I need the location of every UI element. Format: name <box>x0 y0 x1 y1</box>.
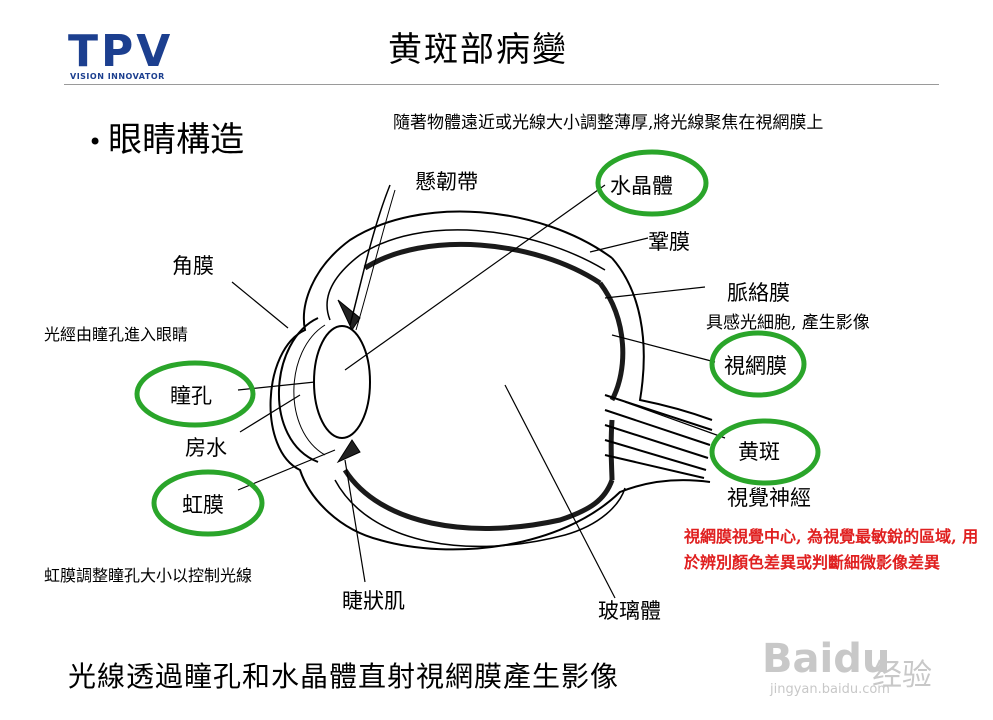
leader-sclera <box>589 237 649 253</box>
suspensory-ligament <box>349 184 391 326</box>
baidu-watermark: Baidu <box>762 636 891 682</box>
note-macula: 視網膜視覺中心, 為視覺最敏銳的區域, 用於辨別顏色差異或判斷細微影像差異 <box>684 527 979 572</box>
label-lens: 水晶體 <box>610 174 673 198</box>
note-retina: 具感光細胞, 產生影像 <box>706 313 870 333</box>
bullet-heading: •眼睛構造 <box>88 112 244 161</box>
label-aqueous-humor: 房水 <box>185 436 227 460</box>
baidu-watermark-cn: 经验 <box>872 658 932 693</box>
label-macula: 黄斑 <box>738 440 780 464</box>
label-optic-nerve: 視覺神經 <box>727 486 811 510</box>
bullet-dot-icon: • <box>88 128 103 156</box>
note-pupil: 光經由瞳孔進入眼睛 <box>44 325 189 344</box>
choroid-outline <box>326 229 606 321</box>
highlight-lens <box>595 149 709 217</box>
choroid-lower <box>334 479 626 548</box>
optic-nerve <box>604 394 713 479</box>
label-iris: 虹膜 <box>182 493 224 517</box>
highlight-pupil <box>134 360 256 428</box>
slide-title: 黄斑部病變 <box>388 30 568 70</box>
label-suspensory-ligament: 懸韌帶 <box>415 170 478 194</box>
highlight-macula <box>709 418 821 486</box>
logo-tagline: VISION INNOVATOR <box>70 72 165 81</box>
lens-shape <box>313 325 371 439</box>
retina-outline <box>342 241 615 531</box>
ciliary-bottom <box>336 439 361 464</box>
title-divider <box>64 84 939 85</box>
leader-lens <box>344 184 606 371</box>
label-pupil: 瞳孔 <box>170 384 212 408</box>
bullet-text: 眼睛構造 <box>108 120 245 160</box>
leader-macula <box>624 401 726 439</box>
lens-caption: 隨著物體遠近或光線大小調整薄厚,將光線聚焦在視網膜上 <box>393 113 824 133</box>
label-retina: 視網膜 <box>724 354 787 378</box>
leader-choroid <box>604 286 706 299</box>
cornea-inner <box>293 324 326 456</box>
leader-cornea <box>231 281 289 329</box>
leader-ciliary <box>344 459 366 583</box>
label-choroid: 脈絡膜 <box>727 281 790 305</box>
note-iris: 虹膜調整瞳孔大小以控制光線 <box>44 566 253 585</box>
leader-vitreous <box>504 384 616 599</box>
highlight-retina <box>709 330 807 398</box>
watermark-url: jingyan.baidu.com <box>770 682 890 697</box>
tpv-logo: TPV <box>68 26 174 77</box>
label-cornea: 角膜 <box>172 254 214 278</box>
label-ciliary-muscle: 睫狀肌 <box>342 589 405 613</box>
highlight-iris <box>151 469 265 537</box>
sclera-outline <box>269 210 711 551</box>
leader-iris <box>237 449 336 491</box>
ciliary-top <box>337 299 361 332</box>
bottom-caption: 光線透過瞳孔和水晶體直射視網膜產生影像 <box>68 660 620 693</box>
sclera-outline-top <box>611 257 713 421</box>
cornea-outline <box>277 317 319 463</box>
retina-back <box>598 281 626 481</box>
leader-retina <box>611 334 716 363</box>
label-sclera: 鞏膜 <box>648 230 690 254</box>
label-vitreous: 玻璃體 <box>598 599 661 623</box>
leader-aqueous <box>239 394 301 433</box>
